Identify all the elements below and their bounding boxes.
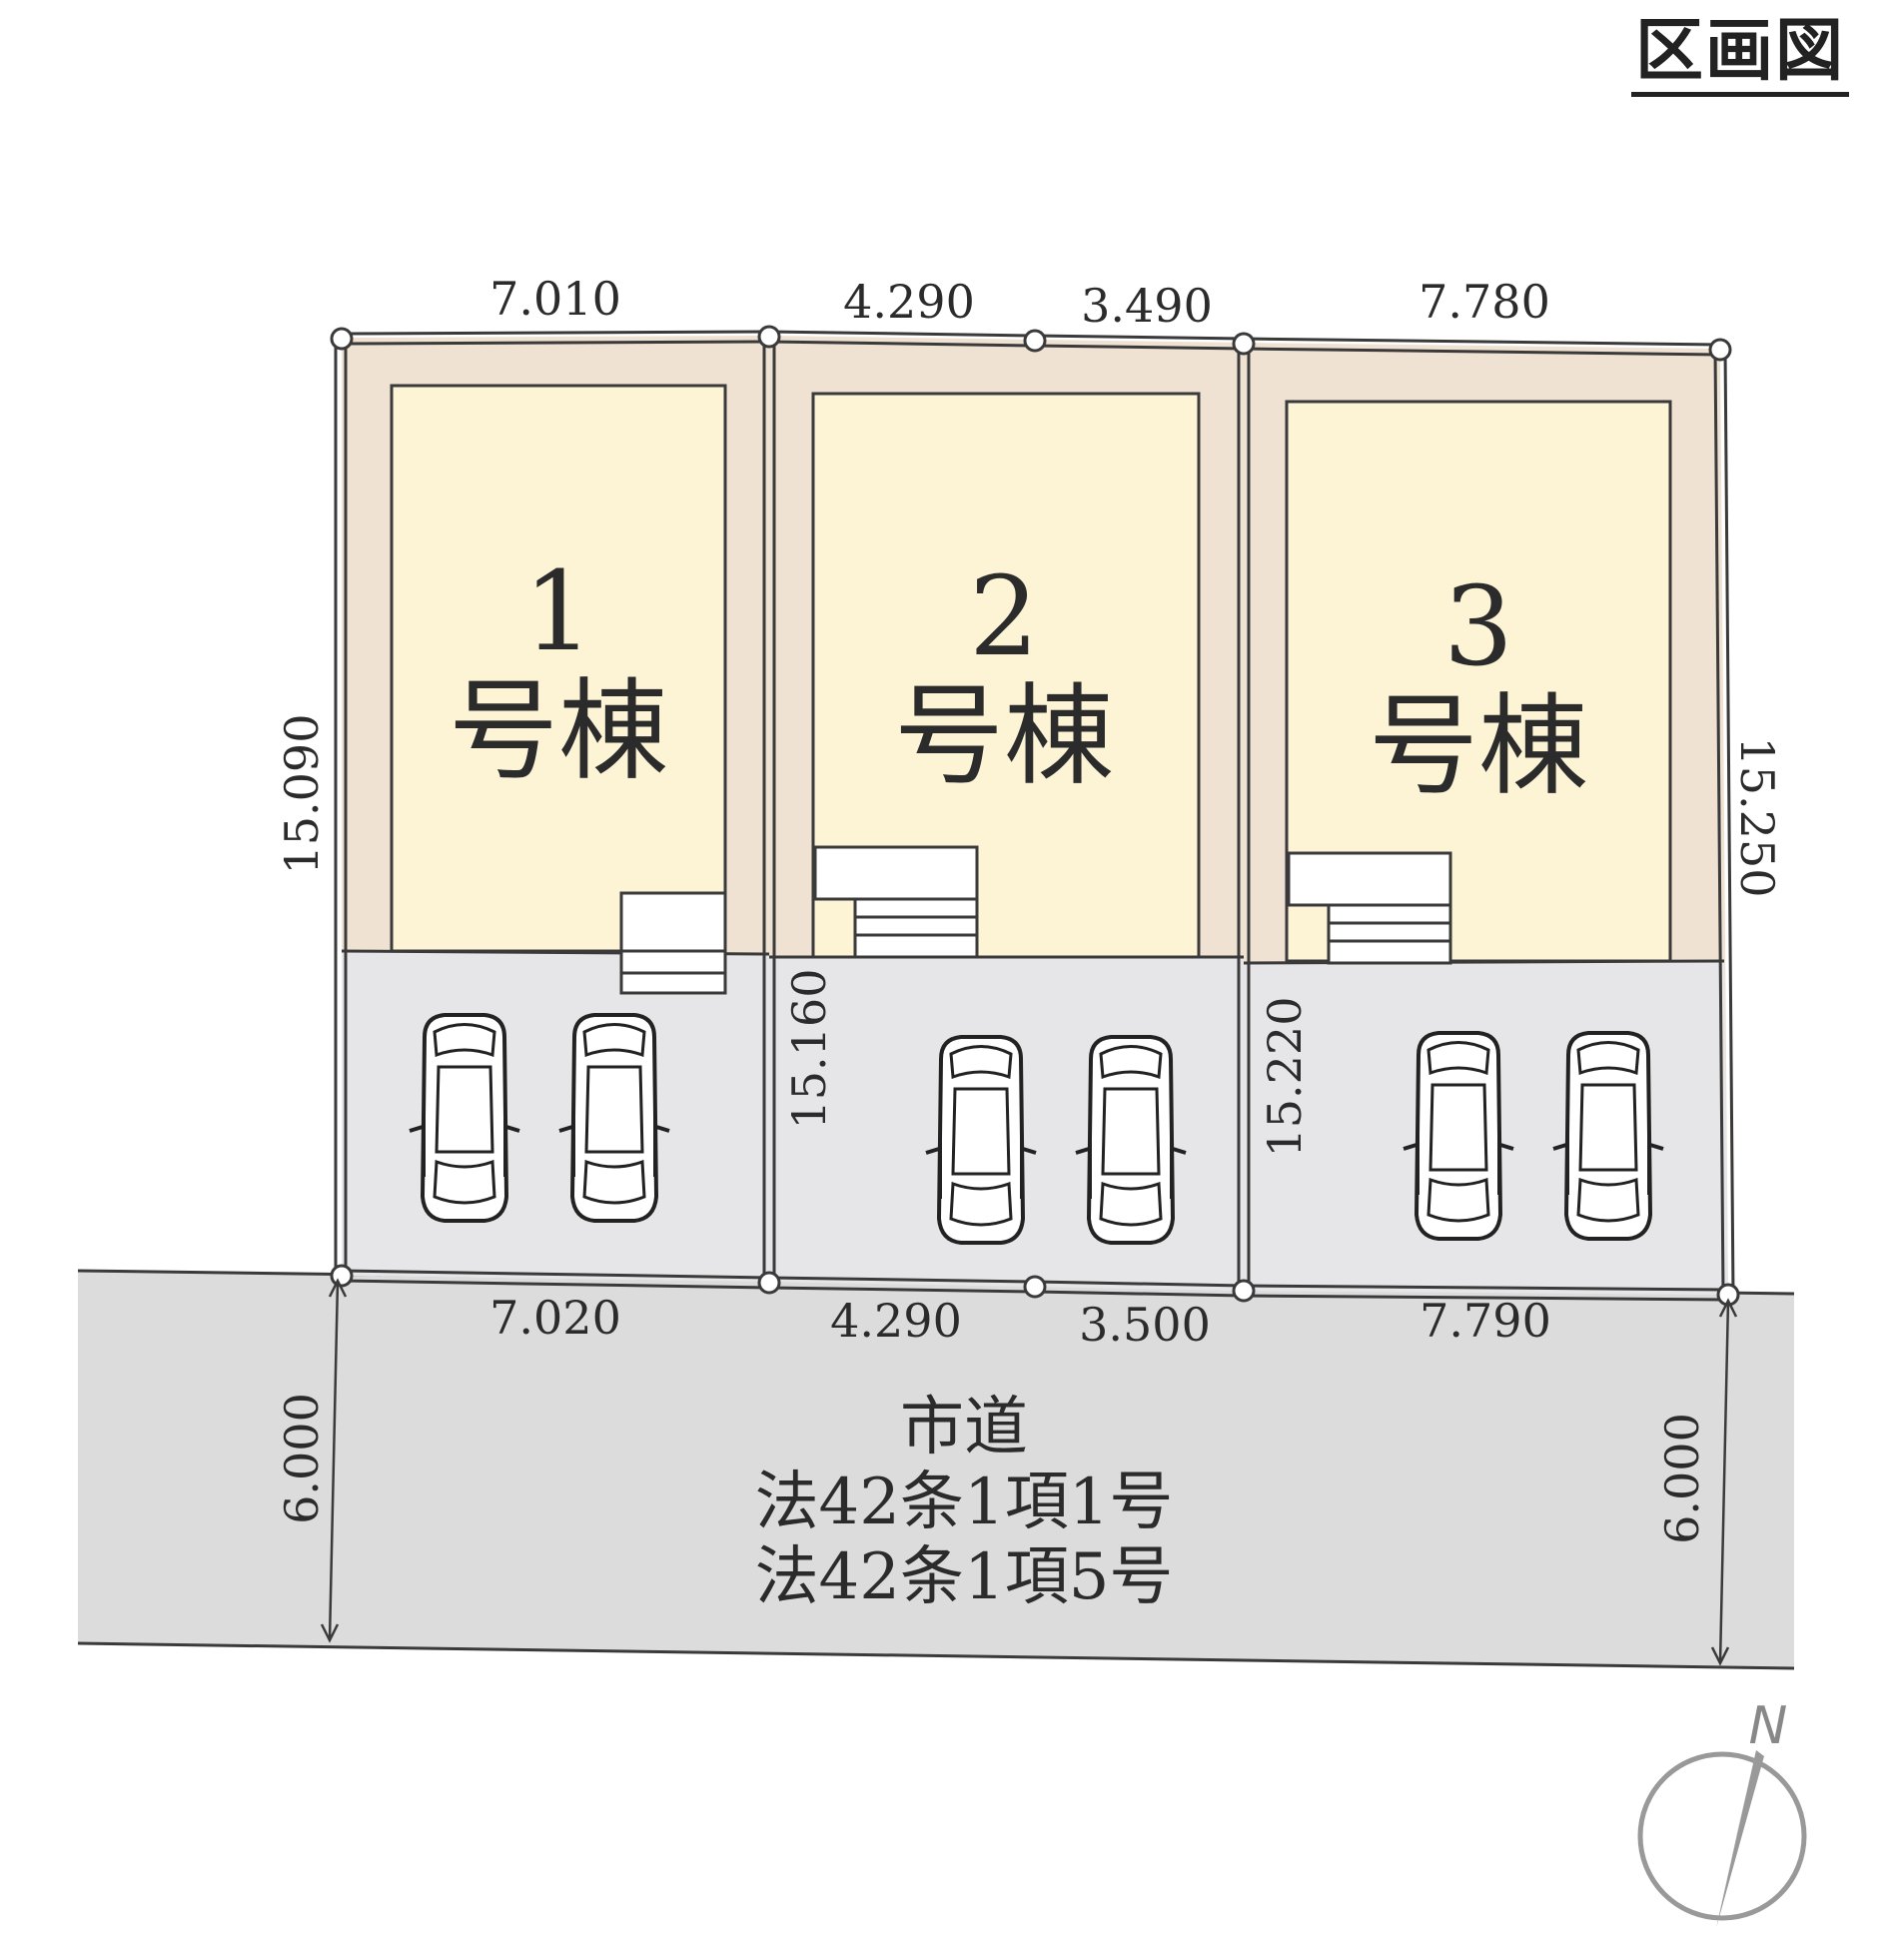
dim-lot1-depth: 15.090 xyxy=(275,714,329,875)
dim-top-lot3: 7.780 xyxy=(1419,275,1550,329)
road-name: 市道 xyxy=(900,1391,1028,1465)
dim-lot2-depth: 15.160 xyxy=(782,969,836,1130)
entrance-steps-3 xyxy=(1287,851,1452,907)
compass-north-label: N xyxy=(1749,1696,1788,1756)
car-icon xyxy=(557,1013,671,1223)
car-icon xyxy=(1402,1031,1515,1241)
road-law-2: 法42条1項5号 xyxy=(755,1540,1174,1614)
road-width-dimension-right xyxy=(1710,1298,1738,1666)
dim-top-lot1: 7.010 xyxy=(489,272,621,326)
north-compass-icon xyxy=(1637,1750,1807,1928)
entrance-steps-1 xyxy=(619,891,727,995)
dim-bottom-lot3: 7.790 xyxy=(1420,1294,1551,1348)
lot-2-number: 2 xyxy=(969,552,1039,680)
building-1 xyxy=(390,384,727,953)
lot-1 xyxy=(341,336,770,1282)
dim-bottom-lot2-right: 3.500 xyxy=(1079,1298,1211,1352)
lot-1-number: 1 xyxy=(523,547,593,675)
page-title: 区画図 xyxy=(1630,14,1849,97)
car-icon xyxy=(1074,1035,1188,1245)
dim-road-width-right: 6.000 xyxy=(1655,1413,1709,1544)
dim-lot3-depth-inner: 15.220 xyxy=(1258,997,1312,1158)
road-area xyxy=(78,1271,1794,1668)
dim-bottom-lot1: 7.020 xyxy=(489,1291,621,1345)
lot-3-label: 号棟 xyxy=(1369,682,1588,810)
car-icon xyxy=(1551,1031,1665,1241)
dim-bottom-lot2-left: 4.290 xyxy=(830,1294,962,1348)
boundary-markers xyxy=(330,325,1740,1307)
dim-lot3-depth-right: 15.250 xyxy=(1730,737,1784,898)
lot-1-label: 号棟 xyxy=(449,667,668,795)
dim-top-lot2-right: 3.490 xyxy=(1081,279,1213,333)
dim-top-lot2-left: 4.290 xyxy=(843,275,975,329)
car-icon xyxy=(924,1035,1038,1245)
dim-road-width-left: 6.000 xyxy=(275,1393,329,1524)
entrance-steps-2 xyxy=(813,845,979,901)
lot-2-label: 号棟 xyxy=(894,672,1114,800)
road-law-1: 法42条1項1号 xyxy=(755,1466,1174,1539)
lot-3-number: 3 xyxy=(1443,562,1513,690)
car-icon xyxy=(408,1013,521,1223)
road-width-dimension-left xyxy=(320,1278,348,1643)
road-edge-south xyxy=(77,1641,1795,1670)
